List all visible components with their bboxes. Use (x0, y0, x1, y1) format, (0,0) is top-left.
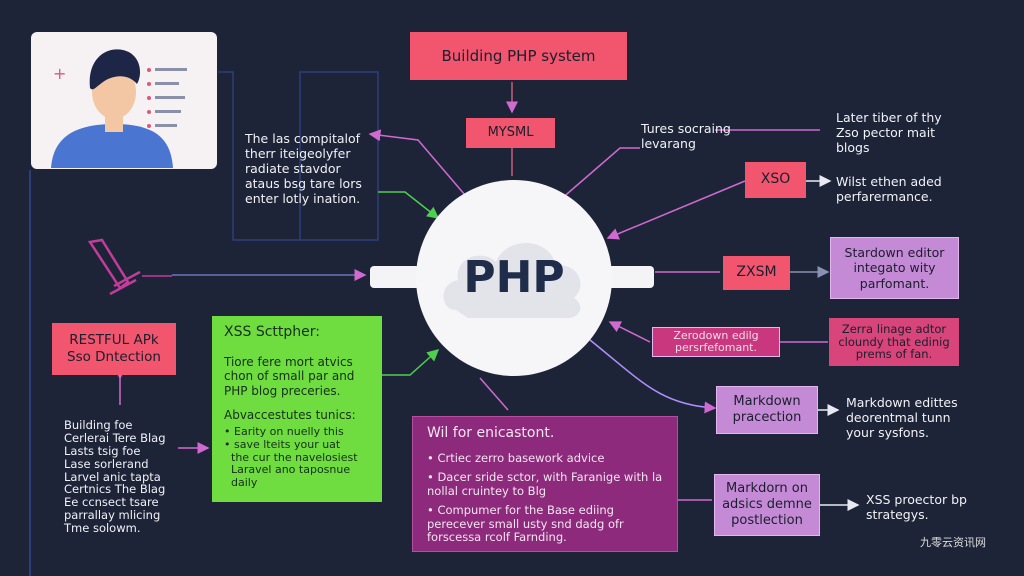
node-mysml: MYSML (466, 118, 555, 148)
purple-panel-item: • Crtiec zerro basework advice (427, 450, 605, 465)
php-label: PHP (463, 252, 565, 303)
arrow-xso (606, 180, 746, 240)
cloud-icon (443, 242, 581, 319)
purple-panel-item: • Compumer for the Base ediing perecever… (427, 503, 624, 545)
pen-icon (87, 238, 141, 296)
purple-panel: Wil for enicastont. • Crtiec zerro basew… (412, 416, 678, 552)
arrow-left-desc (368, 129, 466, 196)
watermark: 九零云资讯网 (920, 536, 986, 549)
purple-panel-item: • Dacer sride sctor, with Faranige with … (427, 470, 663, 498)
arrow-markdown-box (589, 339, 717, 414)
arrow-green-top (378, 191, 440, 219)
arrow-zerodown (608, 321, 651, 343)
php-connector-left (370, 266, 420, 288)
arrow-tures (559, 147, 640, 201)
green-panel-list: • Earity on nuelly this • save lteits yo… (224, 425, 358, 489)
node-zxsm: ZXSM (723, 256, 790, 290)
profile-card: + (31, 32, 217, 169)
diagram-title: Building PHP system (410, 32, 627, 80)
php-circle: PHP (416, 180, 612, 376)
php-connector-right (604, 266, 654, 288)
green-panel-title: XSS Scttpher: (224, 324, 320, 340)
green-panel-subtitle: Abvaccestutes tunics: (224, 407, 356, 422)
arrow-green-panel (382, 349, 440, 376)
arrow-purple-panel (479, 377, 509, 411)
purple-panel-title: Wil for enicastont. (427, 425, 555, 441)
frame-line (218, 71, 379, 241)
svg-text:+: + (53, 64, 66, 83)
node-xso: XSO (745, 162, 806, 198)
avatar: + (51, 49, 187, 168)
